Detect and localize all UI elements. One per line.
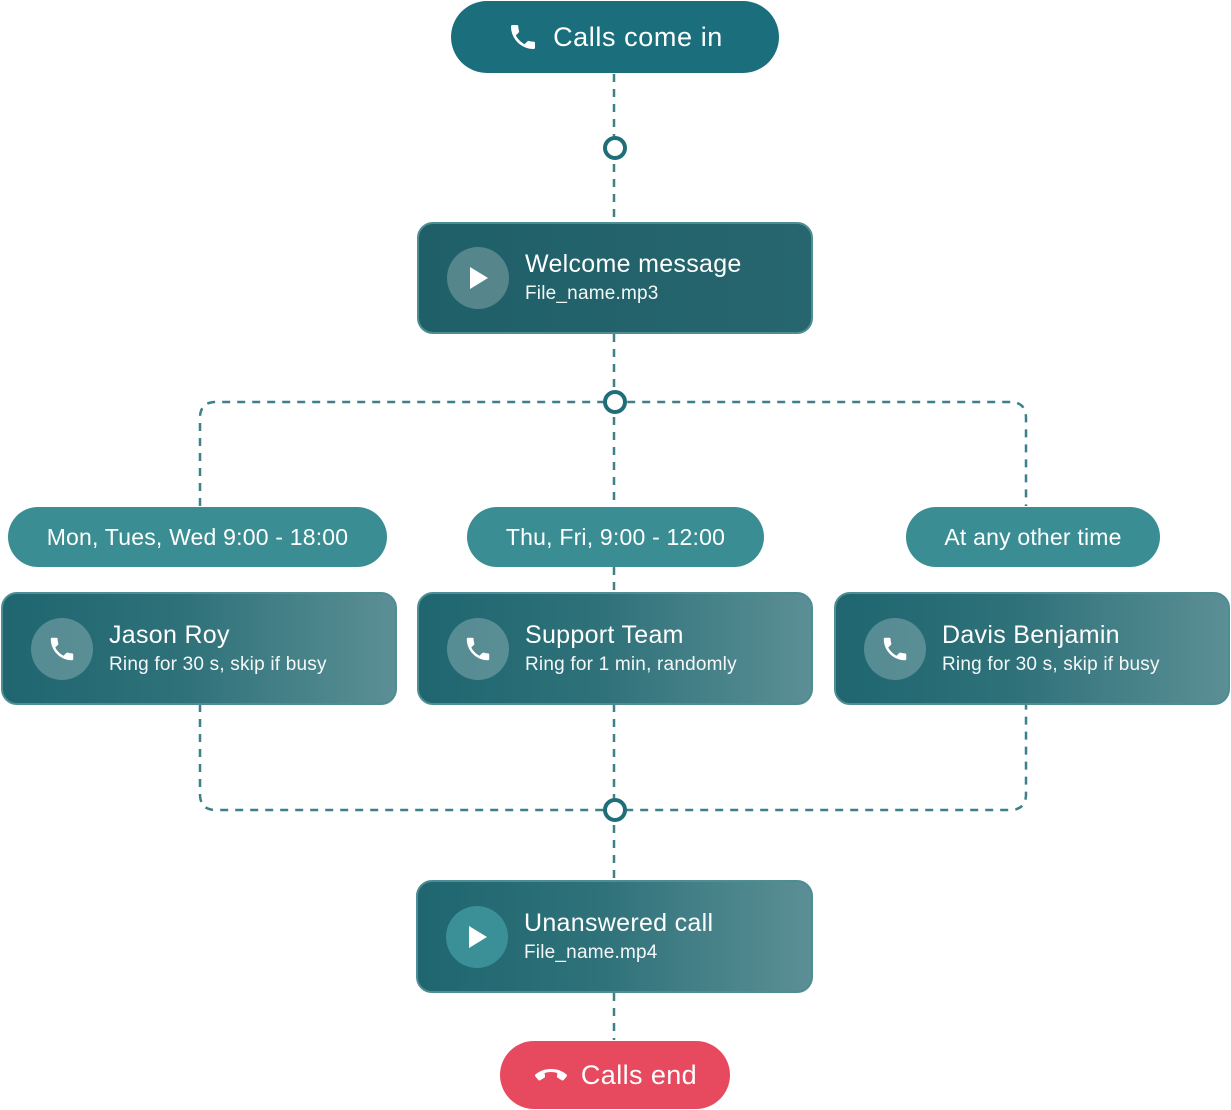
flow-node-2	[603, 390, 627, 414]
route-phone-circle	[31, 617, 93, 680]
welcome-message-card[interactable]: Welcome message File_name.mp3	[417, 222, 813, 334]
route-card-davis-benjamin[interactable]: Davis Benjamin Ring for 30 s, skip if bu…	[834, 592, 1230, 705]
route-rule: Ring for 1 min, randomly	[525, 653, 737, 675]
route-card-support-team[interactable]: Support Team Ring for 1 min, randomly	[417, 592, 813, 705]
route-title: Jason Roy	[109, 620, 230, 649]
calls-end-pill[interactable]: Calls end	[500, 1041, 730, 1109]
route-card-jason-roy[interactable]: Jason Roy Ring for 30 s, skip if busy	[1, 592, 397, 705]
welcome-play-button[interactable]	[447, 247, 509, 309]
phone-icon	[50, 637, 74, 660]
unanswered-file: File_name.mp4	[524, 941, 658, 963]
phone-icon	[466, 637, 490, 660]
unanswered-play-button[interactable]	[446, 905, 508, 968]
phone-icon	[883, 637, 907, 660]
flow-node-3	[603, 798, 627, 822]
welcome-file: File_name.mp3	[525, 283, 659, 304]
condition-mon-wed[interactable]: Mon, Tues, Wed 9:00 - 18:00	[8, 507, 387, 567]
route-rule: Ring for 30 s, skip if busy	[942, 653, 1160, 675]
calls-come-in-pill[interactable]: Calls come in	[451, 1, 779, 73]
route-title: Davis Benjamin	[942, 620, 1120, 649]
unanswered-call-card[interactable]: Unanswered call File_name.mp4	[416, 880, 813, 993]
route-phone-circle	[447, 617, 509, 680]
calls-end-label: Calls end	[580, 1059, 698, 1090]
condition-label: At any other time	[944, 523, 1122, 550]
condition-label: Thu, Fri, 9:00 - 12:00	[505, 523, 726, 550]
route-title: Support Team	[525, 620, 684, 649]
calls-come-in-label: Calls come in	[553, 21, 723, 52]
flow-node-1	[603, 136, 627, 160]
unanswered-title: Unanswered call	[524, 908, 714, 937]
condition-other-time[interactable]: At any other time	[906, 507, 1160, 567]
route-rule: Ring for 30 s, skip if busy	[109, 653, 327, 675]
hang-up-icon	[534, 1069, 567, 1081]
condition-thu-fri[interactable]: Thu, Fri, 9:00 - 12:00	[467, 507, 764, 567]
play-icon	[470, 267, 488, 289]
route-phone-circle	[864, 617, 926, 680]
phone-icon	[511, 25, 536, 49]
condition-label: Mon, Tues, Wed 9:00 - 18:00	[46, 523, 349, 550]
play-icon	[469, 925, 487, 948]
welcome-title: Welcome message	[525, 250, 742, 278]
